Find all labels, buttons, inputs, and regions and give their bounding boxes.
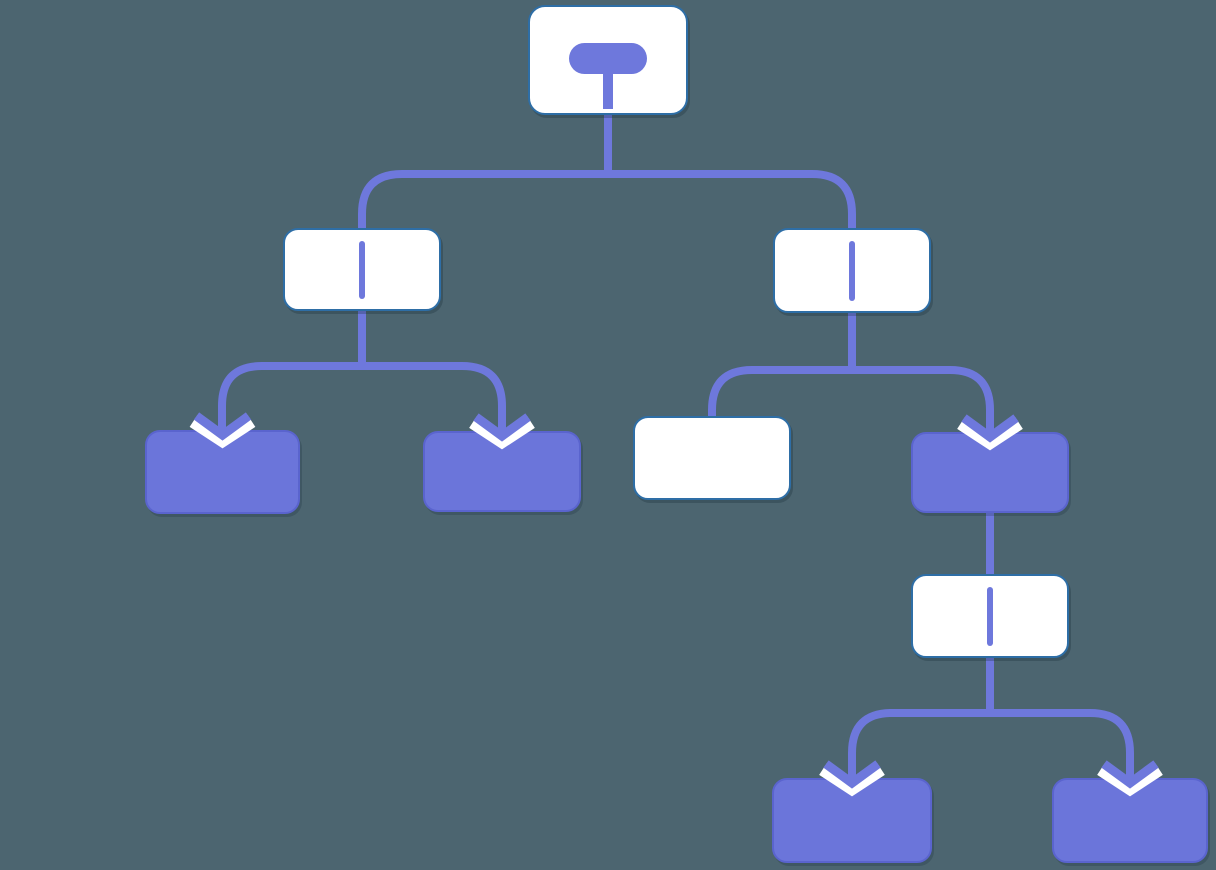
node-root bbox=[528, 5, 688, 115]
connector-path bbox=[218, 362, 506, 434]
insert-arrow-icon bbox=[469, 413, 535, 450]
tree-root-stem bbox=[603, 71, 613, 109]
tree-root-icon bbox=[569, 43, 647, 74]
node-branch-mid bbox=[911, 574, 1069, 658]
purple-chevron bbox=[823, 760, 881, 789]
purple-chevron bbox=[473, 413, 531, 442]
node-leaf-3 bbox=[633, 416, 791, 500]
purple-chevron bbox=[961, 414, 1019, 443]
node-branch-right bbox=[773, 228, 931, 313]
connector-path bbox=[848, 709, 1134, 781]
vertical-line-icon bbox=[359, 241, 365, 299]
insert-arrow-icon bbox=[1097, 760, 1163, 797]
insert-arrow-icon bbox=[819, 760, 885, 797]
vertical-line-icon bbox=[849, 241, 855, 301]
node-branch-left bbox=[283, 228, 441, 311]
connector-path bbox=[708, 366, 994, 435]
insert-arrow-icon bbox=[957, 414, 1023, 451]
purple-chevron bbox=[193, 412, 252, 441]
insert-arrow-icon bbox=[189, 412, 256, 449]
purple-chevron bbox=[1101, 760, 1159, 789]
vertical-line-icon bbox=[987, 587, 993, 646]
connector-path bbox=[358, 170, 856, 231]
